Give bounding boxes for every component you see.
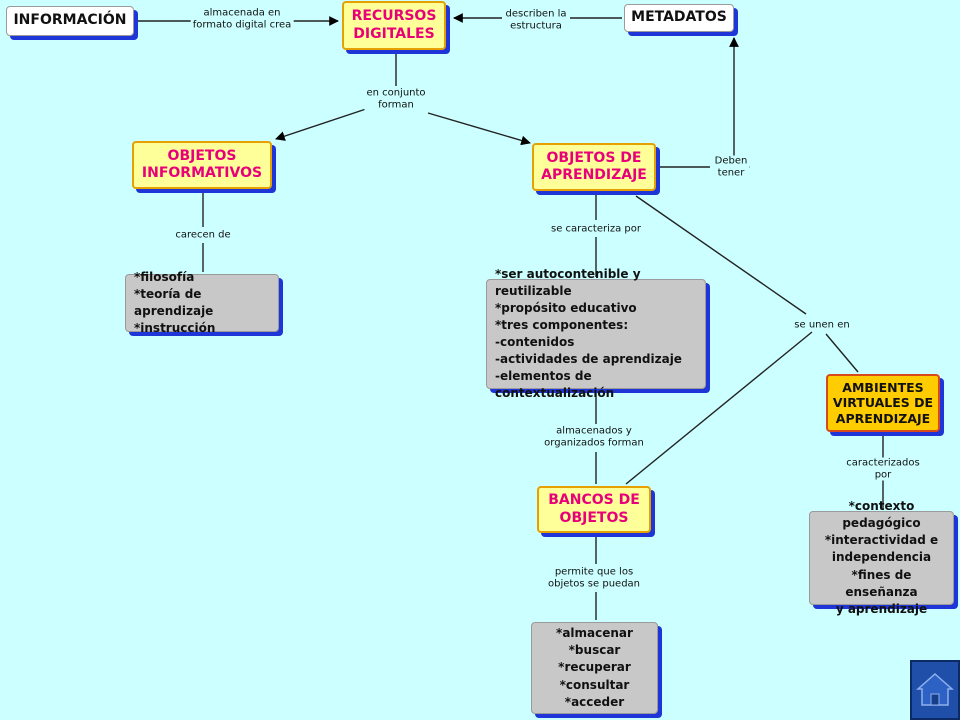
- detail-filosofia: *filosofía *teoría de aprendizaje *instr…: [125, 270, 279, 335]
- link-label-deben-tener: Deben tener: [712, 155, 750, 179]
- connector-unen-top: [635, 195, 807, 315]
- concept-ambientes-virtuales-label: AMBIENTES VIRTUALES DE APRENDIZAJE: [832, 379, 934, 426]
- connector-deben-up: [729, 37, 750, 168]
- detail-filosofia-label: *filosofía *teoría de aprendizaje *instr…: [134, 269, 216, 336]
- detail-acciones: *almacenar *buscar *recuperar *consultar…: [531, 622, 658, 714]
- link-label-en-conjunto: en conjunto forman: [364, 87, 428, 111]
- connector-unen-ambientes: [825, 333, 859, 373]
- link-label-se-caracteriza: se caracteriza por: [549, 223, 643, 235]
- concept-bancos-objetos: BANCOS DE OBJETOS: [537, 486, 651, 533]
- link-label-se-unen: se unen en: [792, 319, 852, 331]
- home-icon: [916, 672, 954, 706]
- detail-caracteristicas-label: *ser autocontenible y reutilizable *prop…: [495, 266, 682, 401]
- concept-objetos-aprendizaje-label: OBJETOS DE APRENDIZAJE: [541, 149, 647, 184]
- concept-objetos-informativos-label: OBJETOS INFORMATIVOS: [141, 147, 263, 182]
- concept-ambientes-virtuales: AMBIENTES VIRTUALES DE APRENDIZAJE: [826, 374, 940, 432]
- link-label-describen: describen la estructura: [503, 8, 569, 32]
- connector-unen-bancos: [625, 331, 813, 485]
- concept-recursos-digitales-label: RECURSOS DIGITALES: [351, 8, 437, 42]
- link-label-almacenados: almacenados y organizados forman: [542, 425, 646, 449]
- link-label-carecen: carecen de: [173, 229, 233, 241]
- link-label-permite: permite que los objetos se puedan: [545, 566, 643, 590]
- concept-metadatos-label: METADATOS: [631, 9, 727, 26]
- concept-informacion-label: INFORMACIÓN: [13, 12, 127, 29]
- detail-caracteristicas: *ser autocontenible y reutilizable *prop…: [486, 267, 706, 400]
- link-label-caracterizados: caracterizados por: [844, 457, 922, 481]
- concept-metadatos: METADATOS: [624, 4, 734, 32]
- detail-acciones-label: *almacenar *buscar *recuperar *consultar…: [556, 626, 633, 709]
- home-button[interactable]: [910, 660, 960, 720]
- concept-recursos-digitales: RECURSOS DIGITALES: [342, 1, 446, 50]
- concept-informacion: INFORMACIÓN: [6, 6, 134, 36]
- link-label-almacenada: almacenada en formato digital crea: [190, 7, 294, 31]
- concept-objetos-aprendizaje: OBJETOS DE APRENDIZAJE: [532, 143, 656, 191]
- concept-bancos-objetos-label: BANCOS DE OBJETOS: [548, 492, 640, 526]
- concept-objetos-informativos: OBJETOS INFORMATIVOS: [132, 141, 272, 189]
- detail-contexto-label: *contexto pedagógico *interactividad e i…: [824, 499, 939, 616]
- connector-to-informativos: [275, 106, 373, 141]
- connector-to-aprendizaje: [427, 112, 531, 146]
- detail-contexto: *contexto pedagógico *interactividad e i…: [809, 499, 954, 616]
